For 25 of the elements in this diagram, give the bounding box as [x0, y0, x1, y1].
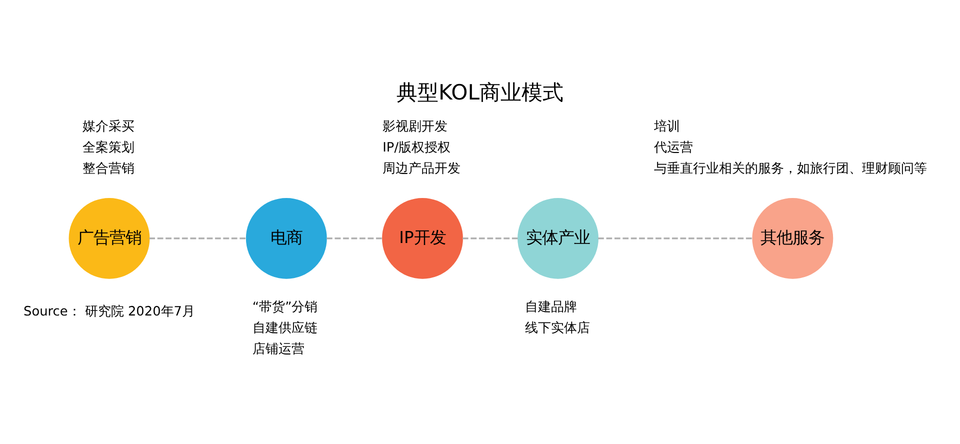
connector — [598, 238, 752, 240]
node-label: 全案策划 — [82, 140, 134, 156]
node-label: 线下实体店 — [525, 321, 590, 336]
node-label: 整合营销 — [82, 161, 134, 176]
node-label: 与垂直行业相关的服务，如旅行团、理财顾问等 — [654, 161, 928, 176]
node-circle: 实体产业 — [518, 198, 598, 279]
diagram-title: 典型KOL商业模式 — [396, 79, 564, 104]
node-label: 媒介采买 — [82, 119, 134, 134]
node-label: 周边产品开发 — [382, 161, 461, 176]
node-label: 培训 — [654, 119, 680, 134]
node-label: 自建供应链 — [252, 321, 318, 336]
node-label: “带货”分销 — [252, 300, 318, 315]
node-circle: 其他服务 — [752, 198, 834, 279]
node-circle: 广告营销 — [68, 198, 150, 279]
connector — [462, 238, 518, 240]
node-label: 影视剧开发 — [382, 119, 448, 134]
node-label: 自建品牌 — [525, 300, 578, 315]
connector — [149, 238, 246, 240]
node-label: 店铺运营 — [252, 342, 304, 358]
node-circle: 电商 — [246, 198, 327, 279]
node-label: IP/版权授权 — [382, 140, 451, 156]
caption: Source： 研究院 2020年7月 — [24, 304, 195, 320]
node-label: 代运营 — [654, 140, 694, 156]
node-circle: IP开发 — [382, 198, 463, 279]
connector — [326, 238, 382, 240]
